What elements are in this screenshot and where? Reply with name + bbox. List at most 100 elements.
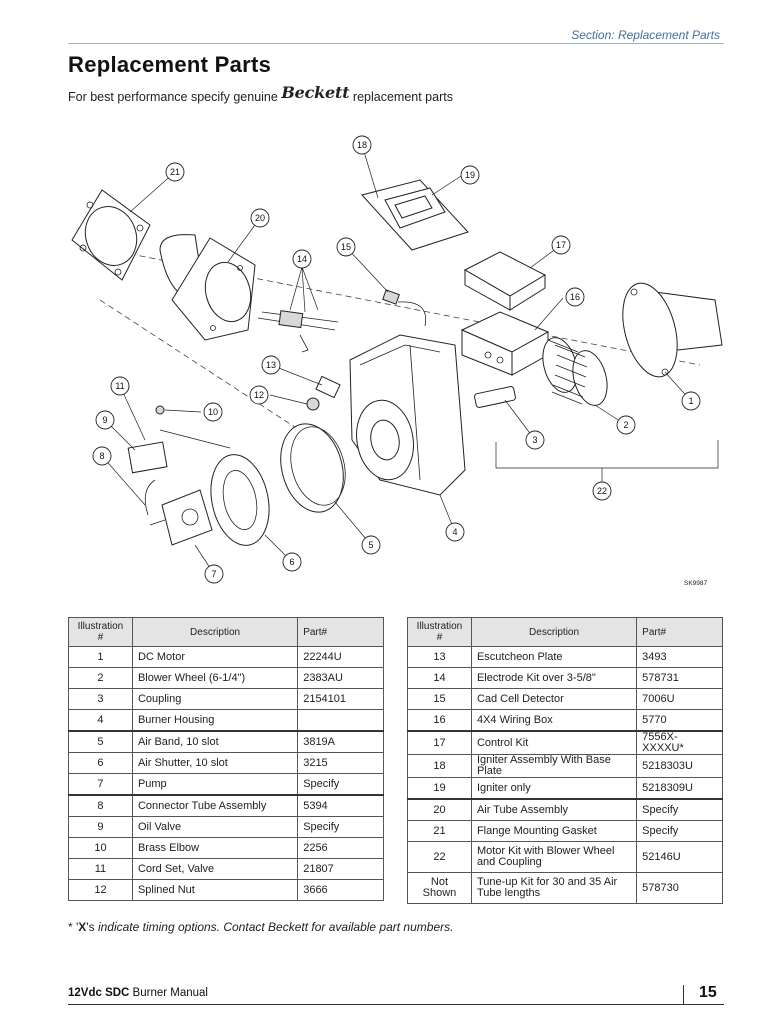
cell-part-number: Specify (636, 798, 723, 821)
callout-label: 12 (254, 390, 264, 400)
cell-description: 4X4 Wiring Box (470, 709, 638, 732)
callout-8: 8 (92, 446, 112, 466)
header-illustration: Illustration # (407, 617, 472, 647)
cell-illustration-number: 20 (407, 798, 472, 821)
manual-title-bold: 12Vdc SDC (68, 987, 130, 999)
header-part-number: Part# (297, 617, 384, 647)
cell-part-number: 21807 (297, 858, 384, 880)
footnote-lead: * ' (68, 920, 79, 934)
callout-label: 3 (532, 435, 537, 445)
burner-housing-part (349, 334, 466, 496)
cell-description: Oil Valve (131, 816, 299, 838)
cell-description: Connector Tube Assembly (131, 794, 299, 817)
cell-part-number: 7006U (636, 688, 723, 710)
callout-label: 16 (570, 292, 580, 302)
cell-description: Air Shutter, 10 slot (131, 752, 299, 774)
cell-illustration-number: 2 (68, 667, 133, 689)
callout-1: 1 (681, 391, 701, 411)
blower-wheel-part (542, 337, 608, 406)
callout-label: 20 (255, 213, 265, 223)
callout-label: 2 (623, 420, 628, 430)
callout-19: 19 (460, 165, 480, 185)
cell-illustration-number: 8 (68, 794, 133, 817)
page-title: Replacement Parts (68, 52, 272, 77)
callout-5: 5 (361, 535, 381, 555)
cell-illustration-number: 21 (407, 820, 472, 842)
cell-part-number: 2154101 (297, 688, 384, 710)
cell-part-number: 5218309U (636, 777, 723, 800)
footer-divider (68, 1004, 724, 1005)
callout-7: 7 (204, 564, 224, 584)
cell-description: Splined Nut (131, 879, 299, 901)
cell-description: Blower Wheel (6-1/4") (131, 667, 299, 689)
callout-label: 14 (297, 254, 307, 264)
cell-part-number: 5218303U (636, 754, 723, 778)
cell-illustration-number: 4 (68, 709, 133, 732)
connector-tube-part (144, 479, 156, 516)
cell-part-number: Specify (297, 773, 384, 796)
dc-motor-part (622, 282, 723, 378)
callout-label: 7 (211, 569, 216, 579)
cad-cell-part (382, 289, 427, 327)
secondary-axis (99, 299, 331, 451)
header-part-number: Part# (636, 617, 723, 647)
section-divider (68, 43, 724, 44)
subtitle: For best performance specify genuine Bec… (68, 83, 453, 105)
footer-separator (683, 985, 684, 1004)
callout-16: 16 (565, 287, 585, 307)
callout-3: 3 (525, 430, 545, 450)
callout-9: 9 (95, 410, 115, 430)
cell-part-number: 578730 (636, 872, 723, 904)
cell-description: Coupling (131, 688, 299, 710)
cell-illustration-number: 18 (407, 754, 472, 778)
header-description: Description (470, 617, 638, 647)
callout-label: 8 (99, 451, 104, 461)
cell-description: Pump (131, 773, 299, 796)
callout-label: 4 (452, 527, 457, 537)
cell-illustration-number: 11 (68, 858, 133, 880)
cell-part-number (297, 709, 384, 732)
cell-part-number: 3493 (636, 646, 723, 668)
callout-15: 15 (336, 237, 356, 257)
callout-label: 9 (102, 415, 107, 425)
igniter-assembly-part (361, 179, 469, 251)
manual-title: 12Vdc SDC Burner Manual (68, 987, 208, 999)
cell-illustration-number: 19 (407, 777, 472, 800)
callout-10: 10 (203, 402, 223, 422)
footnote-mid: 's (86, 920, 98, 934)
cell-description: Igniter Assembly With Base Plate (470, 754, 638, 778)
cell-illustration-number: 14 (407, 667, 472, 689)
callout-17: 17 (551, 235, 571, 255)
pump-part (149, 489, 213, 546)
cell-illustration-number: 13 (407, 646, 472, 668)
air-band-part (280, 423, 346, 513)
cell-part-number: 2383AU (297, 667, 384, 689)
callout-4: 4 (445, 522, 465, 542)
cell-part-number: 3215 (297, 752, 384, 774)
callout-label: 17 (556, 240, 566, 250)
control-kit-part (463, 251, 547, 311)
cell-part-number: 5394 (297, 794, 384, 817)
callout-14: 14 (292, 249, 312, 269)
cell-illustration-number: 6 (68, 752, 133, 774)
cell-illustration-number: 17 (407, 730, 472, 755)
callout-label: 13 (266, 360, 276, 370)
callout-12: 12 (249, 385, 269, 405)
cell-description: Burner Housing (131, 709, 299, 732)
cell-description: Air Tube Assembly (470, 798, 638, 821)
splined-nut-part (306, 397, 320, 411)
